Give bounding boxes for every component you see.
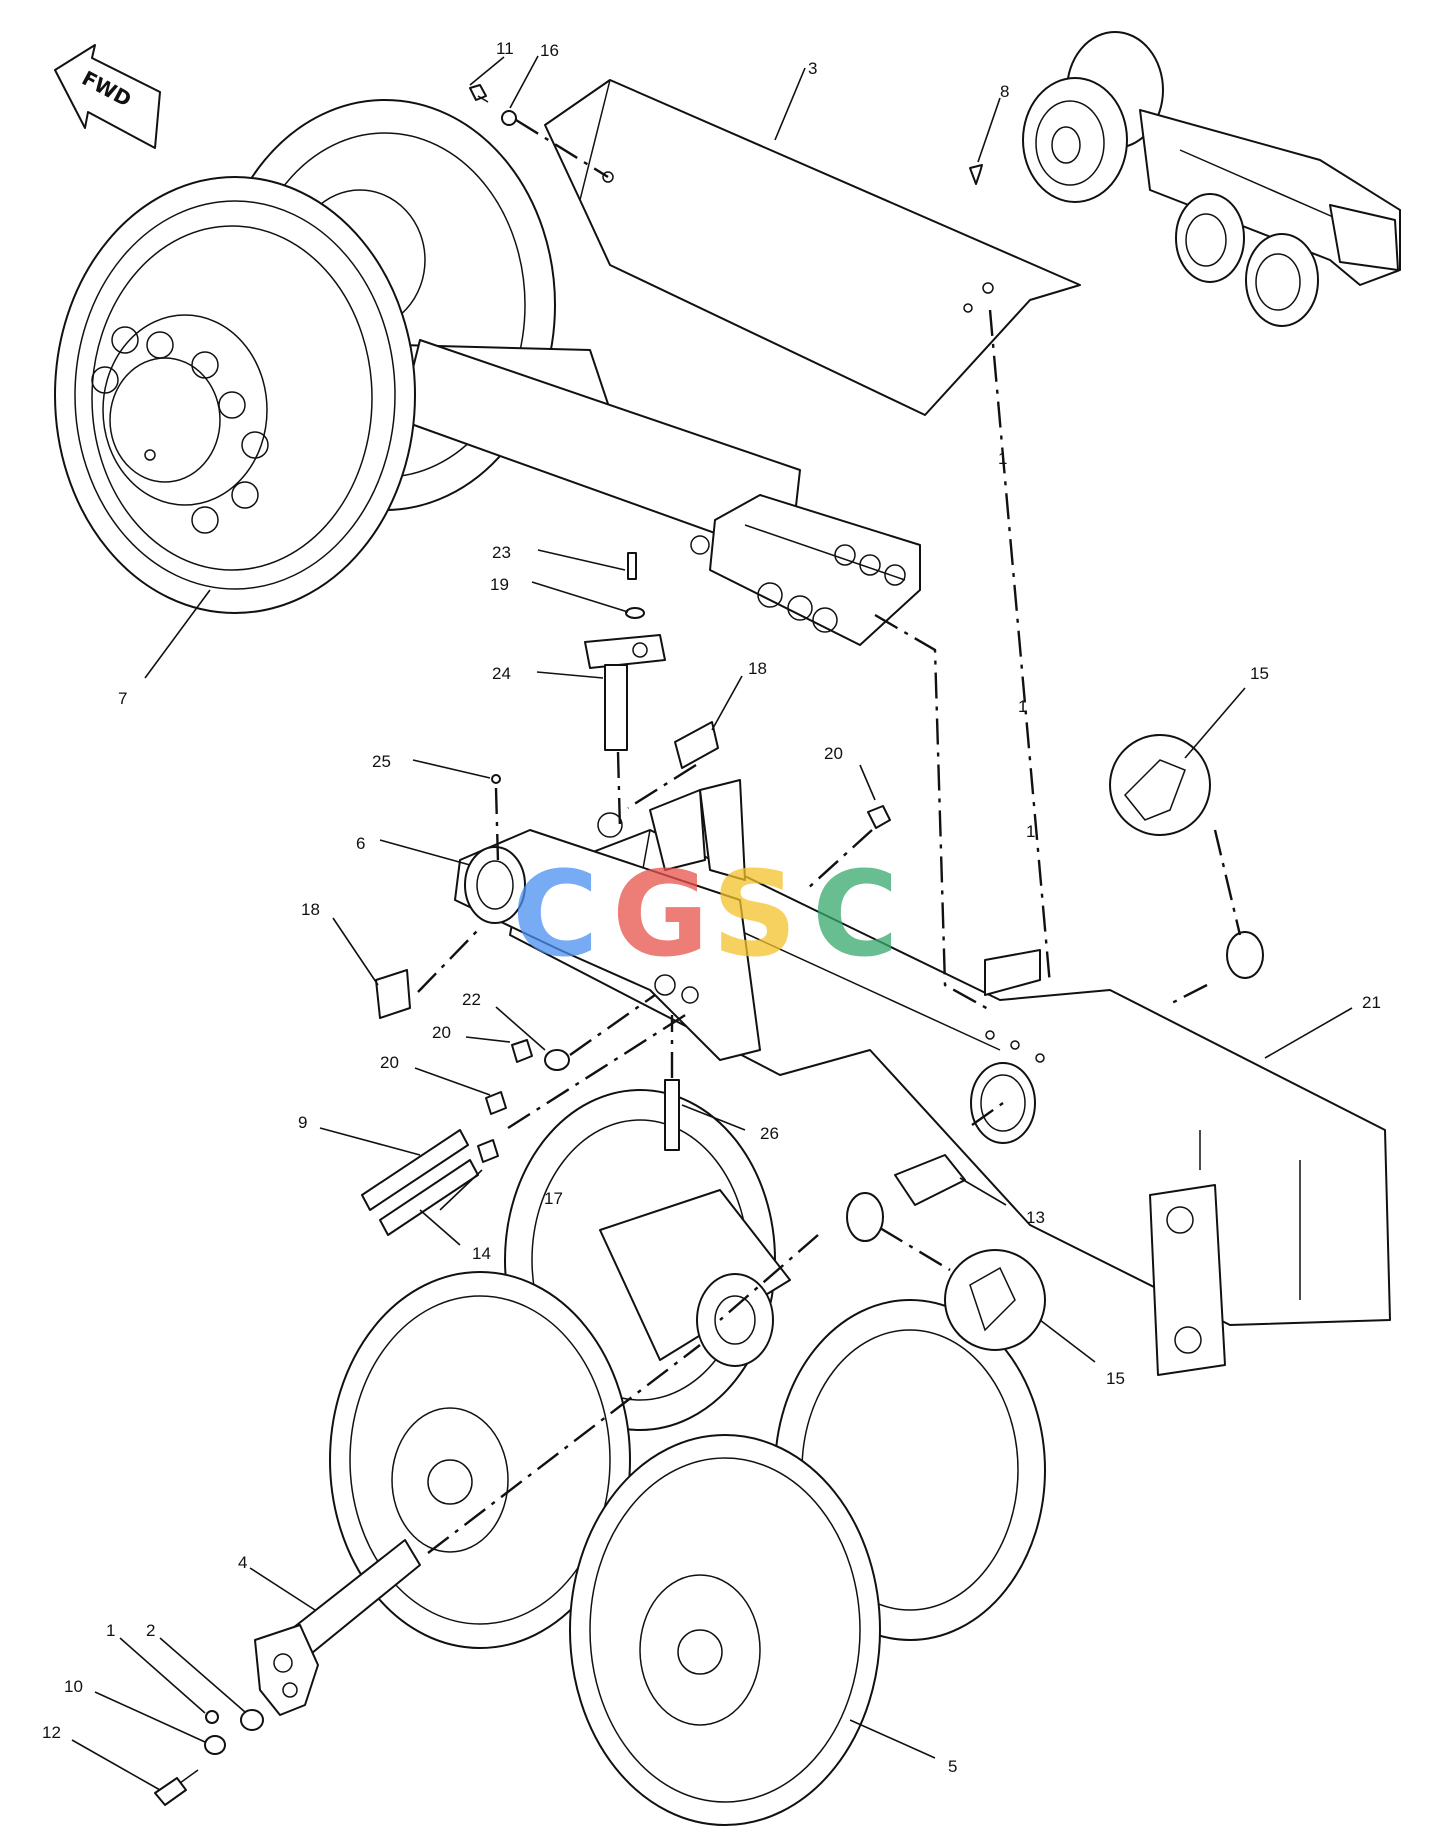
watermark-letter-g: G [612,845,709,983]
callout-26: 26 [760,1124,779,1143]
callout-16: 16 [540,41,559,60]
seal-detail-views [944,734,1211,1351]
leader-lines [71,55,1353,1791]
callout-22: 22 [462,990,481,1009]
watermark-letter-c1: C [512,845,599,983]
callout-labels: 11 16 3 8 7 23 19 24 18 25 6 18 20 1 1 1… [42,39,1381,1776]
callout-3: 3 [808,59,817,78]
callout-7: 7 [118,689,127,708]
callout-8: 8 [1000,82,1009,101]
pivot-bracket [454,779,761,1061]
callout-17: 17 [544,1189,563,1208]
callout-14: 14 [472,1244,491,1263]
callout-5: 5 [948,1757,957,1776]
guard-plate [544,79,1081,416]
watermark-letter-s: S [712,845,797,983]
callout-18-upper: 18 [748,659,767,678]
assembly-lines [417,118,1242,1554]
watermark: C G S C [512,845,899,983]
callout-1-bottom: 1 [106,1621,115,1640]
watermark-letter-c2: C [812,845,899,983]
forward-arrow-icon: FWD [54,44,161,149]
callout-24: 24 [492,664,511,683]
callout-20-b: 20 [380,1053,399,1072]
callout-12: 12 [42,1723,61,1742]
callout-4: 4 [238,1553,247,1572]
callout-1-top-a: 1 [998,449,1007,468]
callout-10: 10 [64,1677,83,1696]
callout-2: 2 [146,1621,155,1640]
front-wheel-assembly [54,99,801,614]
rear-wheel-assembly [329,1089,1046,1826]
callout-6: 6 [356,834,365,853]
callout-1-top-c: 1 [1026,822,1035,841]
callout-15-upper: 15 [1250,664,1269,683]
callout-23: 23 [492,543,511,562]
callout-1-top-b: 1 [1018,697,1027,716]
callout-20-a: 20 [432,1023,451,1042]
callout-18-lower: 18 [301,900,320,919]
callout-21: 21 [1362,993,1381,1012]
valve-block [690,494,921,646]
hardware-parts [154,84,1264,1806]
callout-25: 25 [372,752,391,771]
axle-pin [254,1539,421,1716]
callout-20-upper: 20 [824,744,843,763]
assembly-overview-inset [1022,31,1401,327]
callout-9: 9 [298,1113,307,1132]
callout-13: 13 [1026,1208,1045,1227]
callout-19: 19 [490,575,509,594]
callout-15-lower: 15 [1106,1369,1125,1388]
callout-11: 11 [496,39,514,58]
